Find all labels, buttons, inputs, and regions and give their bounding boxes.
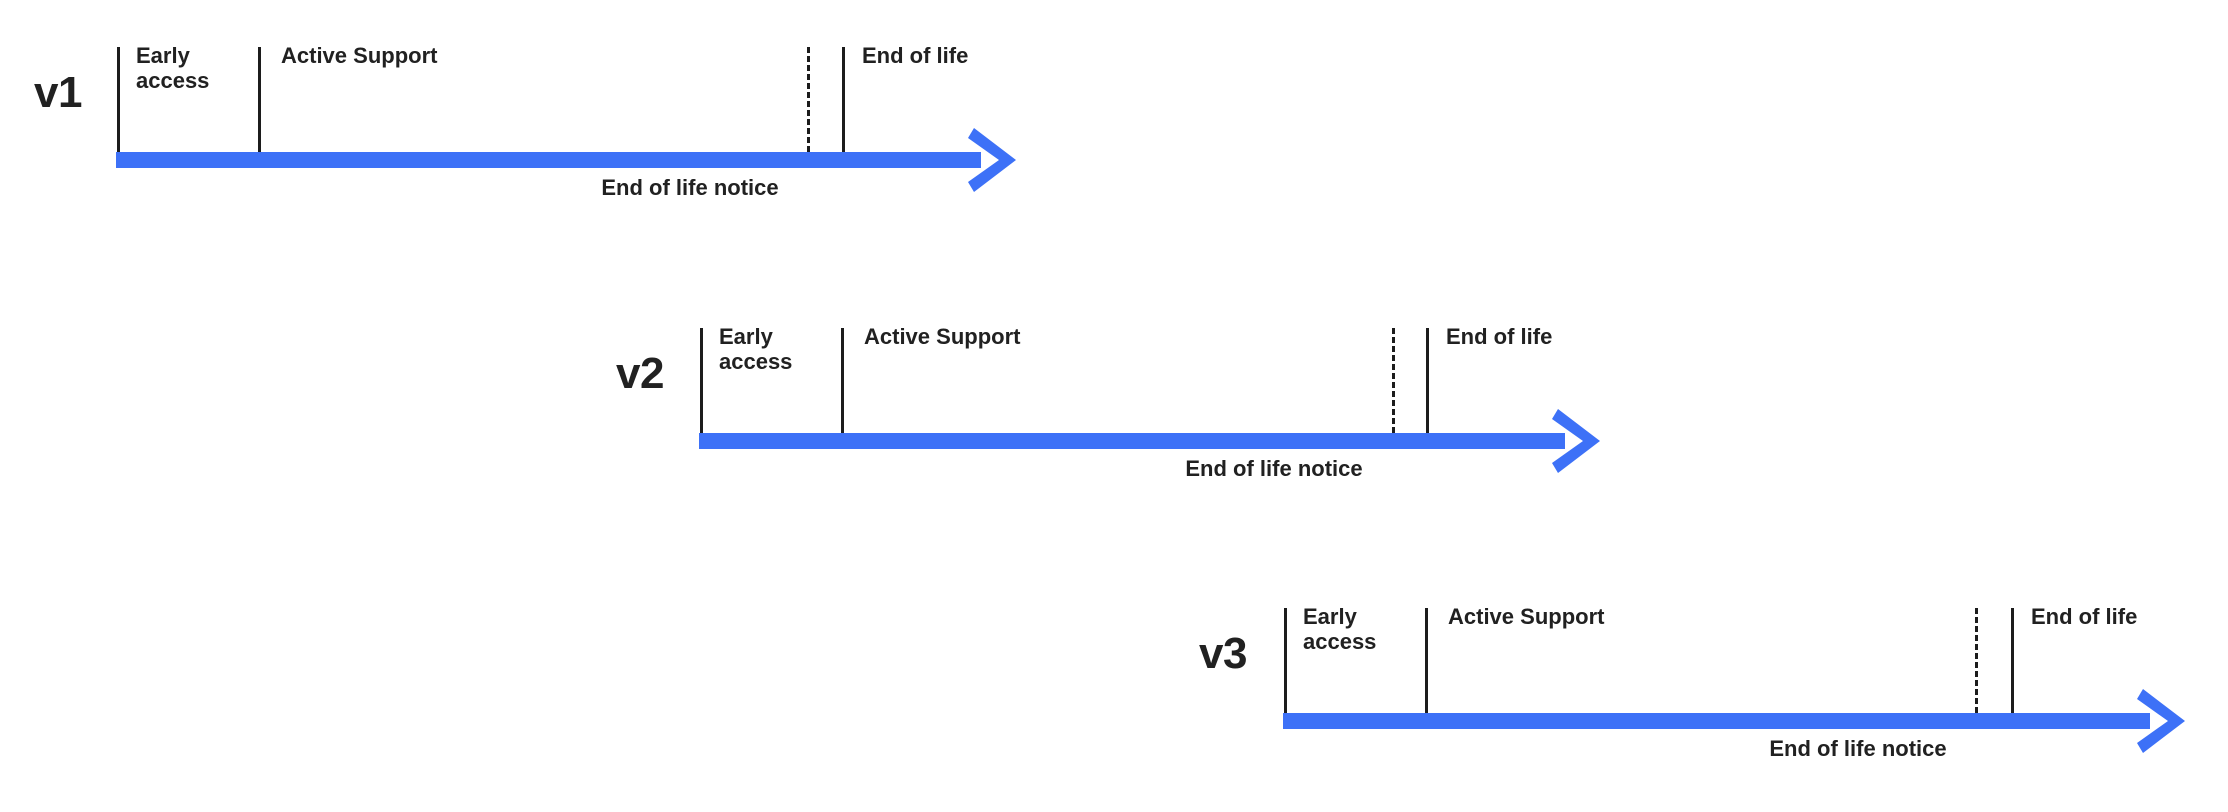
phase-divider-tick-v3-active-support-start bbox=[1425, 608, 1428, 713]
phase-divider-tick-v2-end-of-life-start bbox=[1426, 328, 1429, 433]
phase-label-v2-end-of-life: End of life bbox=[1446, 324, 1553, 349]
phase-divider-tick-v1-early-access-start bbox=[117, 47, 120, 152]
phase-divider-tick-v1-eol-notice-dashed bbox=[807, 47, 810, 152]
phase-label-v3-end-of-life: End of life bbox=[2031, 604, 2138, 629]
phase-label-v3-active-support: Active Support bbox=[1448, 604, 1605, 629]
phase-label-v2-active-support: Active Support bbox=[864, 324, 1021, 349]
notice-label-v2: End of life notice bbox=[1185, 456, 1363, 481]
version-label-v3: v3 bbox=[1199, 629, 1247, 678]
version-label-v1: v1 bbox=[34, 68, 82, 117]
phase-label-v1-active-support: Active Support bbox=[281, 43, 438, 68]
phase-divider-tick-v1-active-support-start bbox=[258, 47, 261, 152]
lifecycle-track-v1 bbox=[116, 152, 981, 168]
phase-divider-tick-v2-eol-notice-dashed bbox=[1392, 328, 1395, 433]
phase-divider-tick-v3-eol-notice-dashed bbox=[1975, 608, 1978, 713]
phase-label-v1-early-access: Early access bbox=[136, 43, 210, 93]
arrowhead-icon-v2 bbox=[1552, 407, 1602, 475]
phase-divider-tick-v2-early-access-start bbox=[700, 328, 703, 433]
phase-divider-tick-v2-active-support-start bbox=[841, 328, 844, 433]
arrowhead-icon-v3 bbox=[2137, 687, 2187, 755]
arrowhead-icon-v1 bbox=[968, 126, 1018, 194]
phase-label-v3-early-access: Early access bbox=[1303, 604, 1377, 654]
phase-divider-tick-v1-end-of-life-start bbox=[842, 47, 845, 152]
notice-label-v3: End of life notice bbox=[1769, 736, 1947, 761]
notice-label-v1: End of life notice bbox=[601, 175, 779, 200]
phase-divider-tick-v3-end-of-life-start bbox=[2011, 608, 2014, 713]
lifecycle-track-v3 bbox=[1283, 713, 2150, 729]
phase-label-v2-early-access: Early access bbox=[719, 324, 793, 374]
version-label-v2: v2 bbox=[616, 349, 664, 398]
phase-divider-tick-v3-early-access-start bbox=[1284, 608, 1287, 713]
phase-label-v1-end-of-life: End of life bbox=[862, 43, 969, 68]
lifecycle-track-v2 bbox=[699, 433, 1565, 449]
